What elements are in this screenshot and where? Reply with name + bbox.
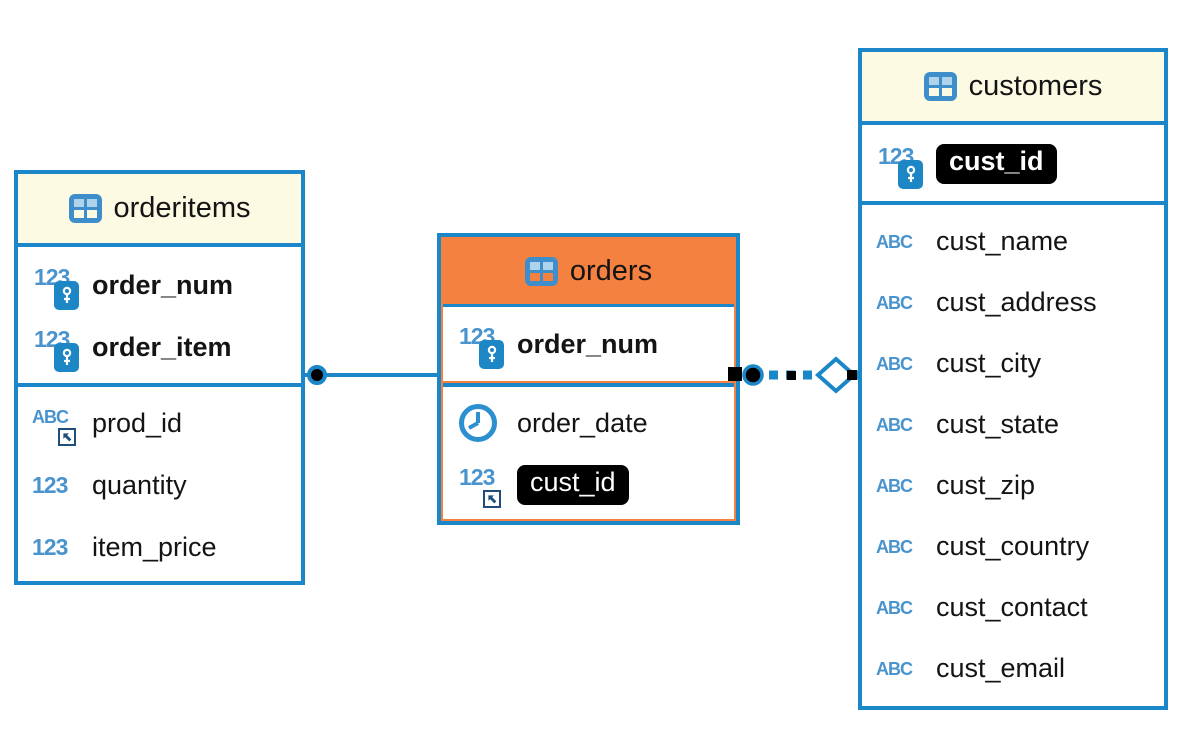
key-icon: [54, 281, 79, 310]
reference-arrow-icon: [483, 490, 501, 508]
text-icon: ABC: [876, 597, 913, 618]
text-icon: ABC: [876, 292, 913, 313]
column-name: cust_state: [936, 409, 1060, 439]
column-name: quantity: [92, 469, 187, 500]
text-icon: ABC: [876, 353, 913, 374]
columns-section-customers: ABC cust_name ABC cust_address ABC cust_…: [862, 205, 1164, 699]
table-icon: [923, 72, 957, 101]
pk-section-customers: 123 cust_id: [862, 125, 1164, 205]
number-icon: 123: [32, 471, 68, 498]
row-prod-id[interactable]: ABC prod_id: [18, 392, 301, 454]
row-cust-city[interactable]: ABC cust_city: [862, 333, 1164, 394]
number-pk-icon: 123: [876, 139, 926, 189]
row-cust-id[interactable]: 123 cust_id: [443, 454, 734, 516]
number-icon: 123: [32, 533, 68, 560]
column-name: prod_id: [92, 407, 183, 438]
row-order-item[interactable]: 123 order_item: [18, 316, 301, 378]
row-cust-address[interactable]: ABC cust_address: [862, 272, 1164, 333]
row-item-price[interactable]: 123 item_price: [18, 516, 301, 578]
text-icon: ABC: [876, 536, 913, 557]
selection-handle-start[interactable]: [728, 367, 742, 381]
columns-section-orders: order_date 123 cust_id: [443, 383, 734, 516]
table-icon: [68, 194, 102, 223]
row-quantity[interactable]: 123 quantity: [18, 454, 301, 516]
columns-section-orderitems: ABC prod_id 123 quantity 123 item_price: [18, 387, 301, 578]
selection-handle-mid[interactable]: [787, 371, 796, 380]
column-name: order_item: [92, 331, 232, 362]
key-icon: [898, 160, 923, 189]
row-cust-name[interactable]: ABC cust_name: [862, 211, 1164, 272]
text-fk-icon: ABC: [32, 398, 82, 448]
pk-section-orderitems: 123 order_num 123 order_item: [18, 247, 301, 387]
entity-title: orders: [569, 255, 653, 287]
entity-header-orders[interactable]: orders: [443, 239, 734, 307]
number-fk-icon: 123: [457, 460, 507, 510]
entity-header-orderitems[interactable]: orderitems: [18, 174, 301, 247]
pk-section-orders: 123 order_num: [443, 307, 734, 383]
many-end-circle[interactable]: [742, 364, 764, 386]
column-name: cust_email: [936, 653, 1066, 683]
number-pk-icon: 123: [32, 322, 82, 372]
entity-header-customers[interactable]: customers: [862, 52, 1164, 125]
key-icon: [54, 343, 79, 372]
column-name: cust_address: [936, 287, 1097, 317]
reference-arrow-icon: [58, 428, 76, 446]
row-cust-country[interactable]: ABC cust_country: [862, 516, 1164, 577]
row-order-num[interactable]: 123 order_num: [18, 254, 301, 316]
row-cust-email[interactable]: ABC cust_email: [862, 638, 1164, 699]
text-icon: ABC: [876, 414, 913, 435]
column-name: order_date: [517, 407, 648, 438]
column-name: order_num: [92, 269, 234, 300]
entity-title: orderitems: [113, 192, 251, 224]
column-name: cust_name: [936, 226, 1069, 256]
column-name: cust_country: [936, 531, 1090, 561]
column-name-highlighted: cust_id: [517, 465, 629, 505]
clock-icon: [457, 398, 507, 448]
row-order-num[interactable]: 123 order_num: [443, 313, 734, 375]
column-name: cust_zip: [936, 470, 1036, 500]
entity-customers[interactable]: customers 123 cust_id ABC cust_name: [858, 48, 1168, 710]
row-cust-contact[interactable]: ABC cust_contact: [862, 577, 1164, 638]
row-cust-state[interactable]: ABC cust_state: [862, 394, 1164, 455]
text-icon: ABC: [876, 475, 913, 496]
many-end-circle[interactable]: [307, 365, 327, 385]
entity-title: customers: [968, 70, 1103, 102]
row-cust-zip[interactable]: ABC cust_zip: [862, 455, 1164, 516]
column-name: item_price: [92, 531, 217, 562]
row-cust-id[interactable]: 123 cust_id: [862, 133, 1164, 195]
column-name: cust_city: [936, 348, 1042, 378]
table-icon: [524, 257, 558, 286]
number-pk-icon: 123: [32, 260, 82, 310]
selection-handle-end[interactable]: [847, 370, 857, 380]
entity-orderitems[interactable]: orderitems 123 order_num 123: [14, 170, 305, 585]
text-icon: ABC: [876, 231, 913, 252]
number-pk-icon: 123: [457, 319, 507, 369]
text-icon: ABC: [876, 658, 913, 679]
column-name-highlighted: cust_id: [936, 144, 1057, 184]
row-order-date[interactable]: order_date: [443, 392, 734, 454]
key-icon: [479, 340, 504, 369]
column-name: order_num: [517, 328, 659, 359]
column-name: cust_contact: [936, 592, 1088, 622]
